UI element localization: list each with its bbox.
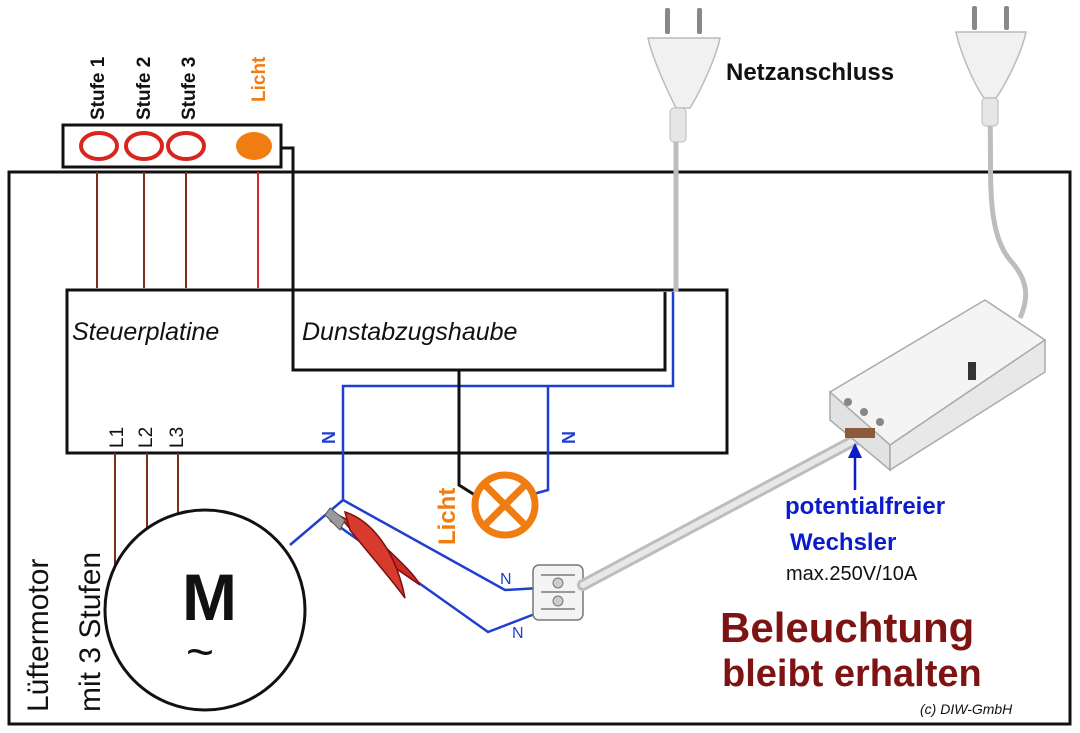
label-n-right: N [559, 431, 579, 444]
label-n-terminal-1: N [500, 571, 512, 588]
terminal-block [532, 564, 584, 621]
button-stufe-2 [124, 131, 164, 161]
plug-right-icon [955, 6, 1027, 127]
plug-cable-right [987, 119, 1029, 320]
motor-circle [103, 508, 307, 712]
label-licht-lamp: Licht [434, 488, 461, 545]
relay-module [828, 299, 1047, 472]
label-netzanschluss: Netzanschluss [726, 59, 894, 86]
label-potentialfreier: potentialfreier [785, 493, 945, 520]
motor-tilde: ~ [186, 626, 214, 679]
lamp-wire [457, 370, 479, 499]
label-n-left: N [319, 431, 339, 444]
label-luftermotor: Lüftermotor [22, 559, 55, 712]
relay-pointer-arrow [848, 443, 862, 490]
label-stufe-2: Stufe 2 [134, 57, 155, 120]
label-bleibt-erhalten: bleibt erhalten [722, 653, 982, 695]
plug-left-icon [647, 8, 721, 143]
label-stufe-3: Stufe 3 [179, 57, 200, 120]
control-board [65, 288, 729, 455]
pliers-icon [324, 507, 421, 599]
label-mit-3-stufen: mit 3 Stufen [74, 552, 107, 712]
label-beleuchtung: Beleuchtung [720, 604, 974, 651]
label-copyright: (c) DIW-GmbH [920, 701, 1013, 717]
label-dunstabzugshaube: Dunstabzugshaube [302, 318, 517, 346]
motor-symbol: M [182, 560, 237, 634]
label-stufe-1: Stufe 1 [88, 56, 109, 120]
label-rating: max.250V/10A [786, 563, 918, 585]
label-n-terminal-2: N [512, 625, 524, 642]
label-l1: L1 [107, 427, 128, 448]
label-steuerplatine: Steuerplatine [72, 318, 219, 346]
button-panel [61, 123, 295, 290]
label-licht-top: Licht [249, 56, 270, 102]
button-wires [96, 172, 259, 288]
housing-frame [7, 170, 1072, 726]
lamp-symbol [471, 471, 539, 539]
label-wechsler: Wechsler [790, 529, 896, 556]
button-licht [236, 132, 272, 160]
label-l3: L3 [167, 427, 188, 448]
button-stufe-3 [166, 131, 206, 161]
label-l2: L2 [136, 427, 157, 448]
button-stufe-1 [79, 131, 119, 161]
